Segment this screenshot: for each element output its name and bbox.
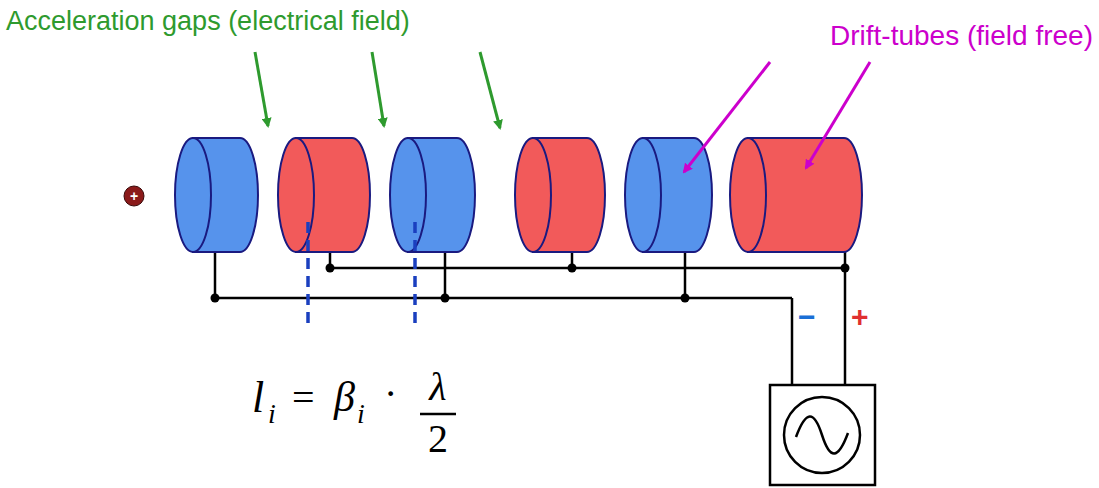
formula-symbol: β (334, 376, 355, 418)
callout-text: Acceleration gaps (electrical field) (6, 8, 410, 35)
formula-symbol: · (384, 374, 397, 414)
terminal-sign: − (798, 302, 816, 332)
tube-pointer-arrows (684, 62, 870, 172)
gap-pointer-arrows (255, 52, 500, 128)
terminal-sign: + (851, 302, 869, 332)
drift-tube-face (390, 138, 426, 252)
drift-tubes (175, 138, 862, 298)
formula-symbol: l (252, 376, 264, 420)
formula-symbol: λ (429, 367, 446, 407)
drift-tube-face (278, 138, 314, 252)
callout-text: Drift-tubes (field free) (830, 22, 1093, 50)
rf-source (770, 385, 875, 485)
proton-particle (124, 186, 144, 206)
gap-center-marks (308, 222, 415, 325)
charge-sign: + (130, 189, 138, 203)
fraction-bar (420, 413, 456, 416)
formula-subscript: i (357, 400, 365, 428)
drift-tube-face (175, 138, 211, 252)
drift-tube-face (625, 138, 661, 252)
drift-tube-face (515, 138, 551, 252)
formula-symbol: = (292, 378, 315, 418)
drift-tube-face (730, 138, 766, 252)
formula-symbol: 2 (428, 419, 448, 459)
formula-subscript: i (268, 400, 276, 428)
